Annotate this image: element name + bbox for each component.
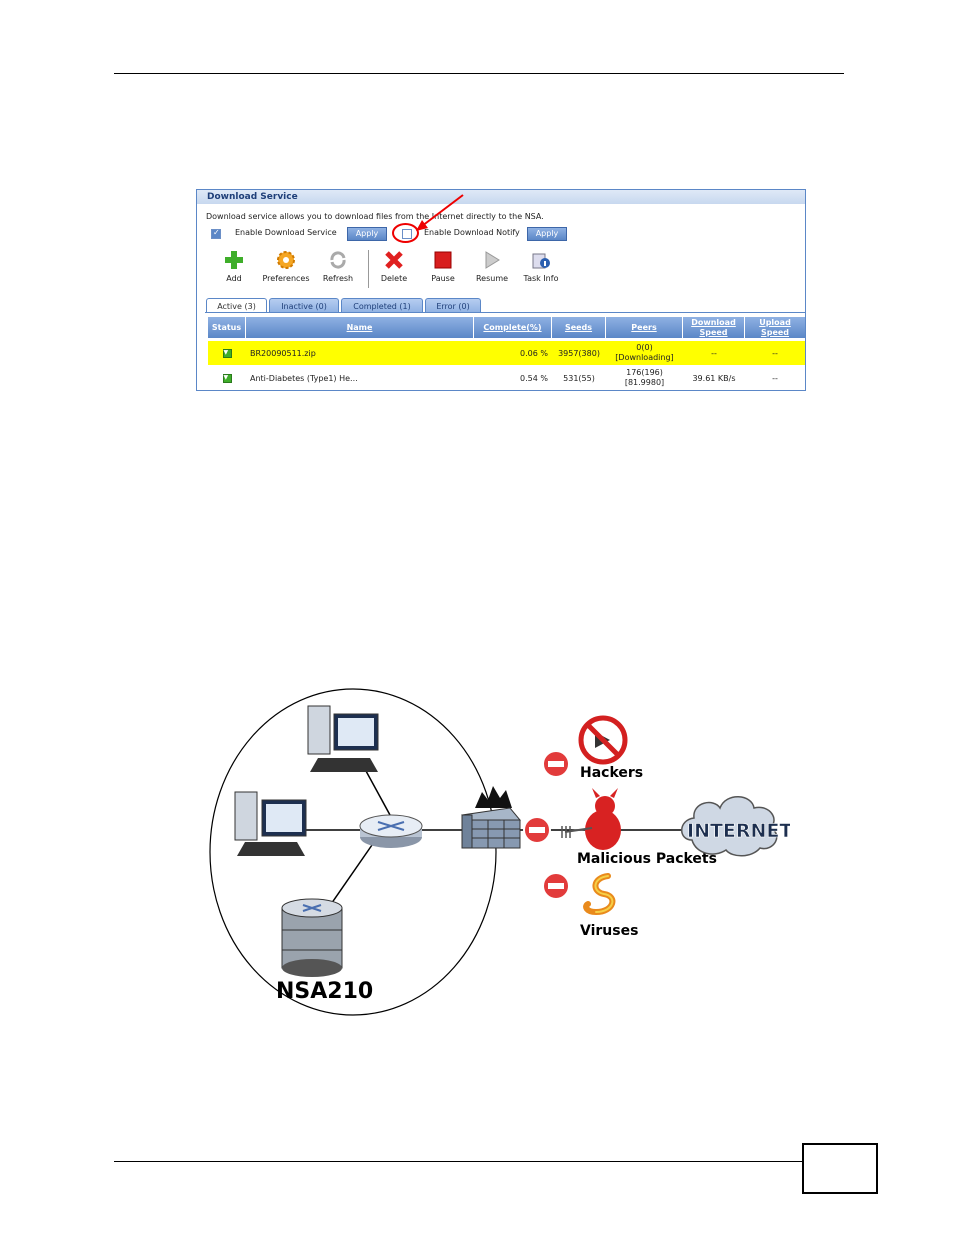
row-peers-state: [Downloading] (615, 353, 674, 362)
stop-icon (433, 250, 453, 270)
tab-active[interactable]: Active (3) (206, 298, 267, 313)
device-label: NSA210 (276, 979, 373, 1004)
computer-icon (307, 705, 379, 772)
enable-download-service-label: Enable Download Service (235, 228, 337, 237)
tab-error[interactable]: Error (0) (425, 298, 481, 313)
row-seeds: 531(55) (563, 373, 595, 383)
local-network-boundary (209, 688, 497, 1016)
delete-icon (384, 250, 404, 270)
footer-rule (114, 1161, 802, 1162)
delete-label: Delete (380, 274, 408, 283)
add-button[interactable]: Add (208, 250, 260, 283)
col-status[interactable]: Status (208, 317, 246, 338)
apply-download-notify-button[interactable]: Apply (527, 227, 567, 241)
refresh-button[interactable]: Refresh (312, 250, 364, 283)
table-row[interactable]: Anti-Diabetes (Type1) He... 0.54 % 531(5… (208, 366, 805, 390)
devil-icon (561, 788, 621, 850)
tab-completed[interactable]: Completed (1) (341, 298, 423, 313)
col-download-speed[interactable]: Download Speed (683, 317, 745, 338)
status-downloading-icon (222, 348, 232, 358)
col-upload-speed-line1: Upload (759, 318, 791, 327)
virus-icon (583, 873, 616, 916)
row-upload-speed: -- (772, 373, 778, 383)
row-download-speed: -- (711, 348, 717, 358)
gear-icon (276, 250, 296, 270)
row-peers: 176(196) [81.9980] (606, 366, 683, 390)
page-number-box (802, 1143, 878, 1194)
row-peers-state: [81.9980] (624, 378, 665, 387)
play-icon (482, 250, 502, 270)
nas-device-icon (281, 898, 343, 977)
tab-inactive[interactable]: Inactive (0) (269, 298, 339, 313)
row-peers: 0(0) [Downloading] (606, 341, 683, 365)
row-peers-count: 176(196) (626, 368, 663, 377)
block-icon (523, 816, 551, 844)
row-peers-count: 0(0) (636, 343, 653, 352)
col-upload-speed-line2: Speed (760, 328, 790, 337)
row-upload-speed: -- (772, 348, 778, 358)
cloud-icon (681, 796, 778, 857)
viruses-label: Viruses (580, 923, 638, 939)
table-row[interactable]: BR20090511.zip 0.06 % 3957(380) 0(0) [Do… (208, 341, 805, 365)
row-download-speed: 39.61 KB/s (692, 373, 736, 383)
task-info-button[interactable]: Task Info (515, 250, 567, 283)
delete-button[interactable]: Delete (368, 250, 420, 283)
preferences-button[interactable]: Preferences (260, 250, 312, 283)
col-name[interactable]: Name (246, 317, 474, 338)
computer-icon (234, 791, 307, 856)
col-seeds[interactable]: Seeds (552, 317, 606, 338)
hackers-label: Hackers (580, 765, 643, 781)
apply-download-service-button[interactable]: Apply (347, 227, 387, 241)
row-seeds: 3957(380) (558, 348, 600, 358)
highlight-circle (392, 223, 419, 243)
add-icon (224, 250, 244, 270)
col-download-speed-line1: Download (691, 318, 736, 327)
task-info-label: Task Info (523, 274, 559, 283)
pause-button[interactable]: Pause (417, 250, 469, 283)
resume-label: Resume (475, 274, 509, 283)
row-name: BR20090511.zip (250, 348, 316, 358)
router-icon (359, 814, 423, 848)
toolbar-separator (368, 250, 369, 288)
panel-description: Download service allows you to download … (206, 212, 544, 221)
cloud-label: INTERNET (687, 820, 790, 842)
panel-title: Download Service (197, 190, 805, 204)
enable-download-notify-label: Enable Download Notify (424, 228, 520, 237)
col-peers[interactable]: Peers (606, 317, 683, 338)
header-rule (114, 73, 844, 74)
status-downloading-icon (222, 373, 232, 383)
firewall-icon (461, 786, 521, 849)
network-diagram: NSA210 Hackers Malicious Packets (209, 688, 790, 1016)
refresh-label: Refresh (322, 274, 354, 283)
block-icon (542, 750, 570, 778)
block-icon (542, 872, 570, 900)
pause-label: Pause (431, 274, 455, 283)
hacker-icon (578, 715, 628, 765)
info-icon (531, 250, 551, 270)
col-download-speed-line2: Speed (699, 328, 728, 337)
download-service-panel: Download Service Download service allows… (196, 189, 806, 391)
row-complete: 0.54 % (520, 373, 548, 383)
row-name: Anti-Diabetes (Type1) He... (250, 373, 358, 383)
refresh-icon (328, 250, 348, 270)
tab-underline (205, 312, 805, 313)
col-upload-speed[interactable]: Upload Speed (745, 317, 805, 338)
add-label: Add (226, 274, 242, 283)
col-complete[interactable]: Complete(%) (474, 317, 552, 338)
malicious-packets-label: Malicious Packets (577, 851, 717, 867)
resume-button[interactable]: Resume (466, 250, 518, 283)
preferences-label: Preferences (262, 274, 310, 283)
annotation-arrow (416, 194, 464, 231)
enable-download-service-checkbox[interactable] (211, 228, 221, 239)
row-complete: 0.06 % (520, 348, 548, 358)
